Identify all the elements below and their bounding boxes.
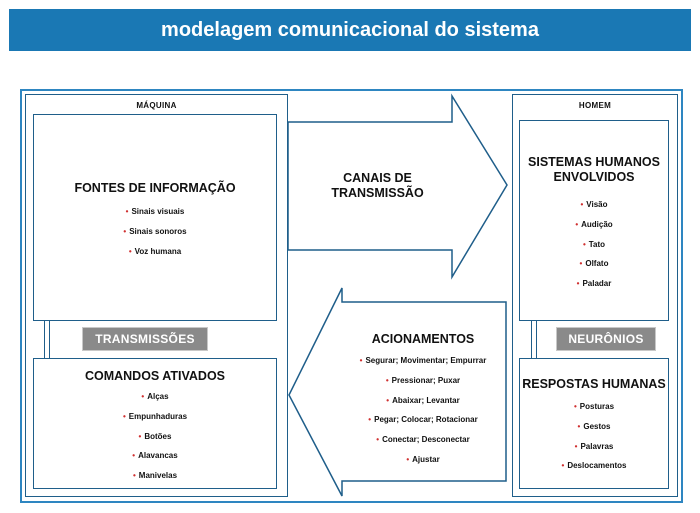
list-item: •Voz humana — [128, 246, 182, 256]
respostas-list: •Posturas •Gestos •Palavras •Deslocament… — [520, 401, 668, 480]
comandos-title: COMANDOS ATIVADOS — [84, 369, 226, 383]
list-item: •Ajustar — [406, 454, 440, 464]
list-item: •Posturas — [573, 402, 615, 411]
fontes-title: FONTES DE INFORMAÇÃO — [74, 181, 236, 195]
list-item: •Alavancas — [132, 451, 178, 461]
homem-label: HOMEM — [578, 101, 612, 110]
right-arrow — [287, 93, 508, 280]
maquina-label: MÁQUINA — [136, 101, 177, 110]
fontes-box: FONTES DE INFORMAÇÃO •Sinais visuais •Si… — [33, 114, 277, 321]
list-item: •Paladar — [576, 279, 612, 289]
list-item: •Palavras — [574, 441, 614, 451]
comandos-box: COMANDOS ATIVADOS •Alças •Empunhaduras •… — [33, 358, 277, 489]
transmissoes-tag: TRANSMISSÕES — [82, 327, 208, 351]
list-item: •Conectar; Desconectar — [376, 435, 470, 445]
canais-label: CANAIS DE TRANSMISSÃO — [331, 171, 424, 200]
sistemas-list: •Visão •Audição •Tato •Olfato •Paladar — [520, 199, 668, 298]
sistemas-box: SISTEMAS HUMANOS ENVOLVIDOS •Visão •Audi… — [519, 120, 669, 321]
list-item: •Abaixar; Levantar — [386, 395, 460, 405]
acionamentos-list: •Segurar; Movimentar; Empurrar •Pression… — [340, 355, 506, 474]
acionamentos-title: ACIONAMENTOS — [371, 332, 475, 346]
comandos-list: •Alças •Empunhaduras •Botões •Alavancas … — [34, 391, 276, 490]
list-item: •Gestos — [577, 421, 611, 431]
fontes-list: •Sinais visuais •Sinais sonoros •Voz hum… — [34, 206, 276, 265]
list-item: •Botões — [138, 431, 172, 441]
list-item: •Pressionar; Puxar — [385, 375, 461, 385]
list-item: •Tato — [582, 239, 606, 249]
list-item: •Pegar; Colocar; Rotacionar — [368, 415, 478, 425]
maquina-connector — [44, 321, 50, 358]
neuronios-tag: NEURÔNIOS — [556, 327, 656, 351]
respostas-title: RESPOSTAS HUMANAS — [522, 377, 666, 391]
list-item: •Empunhaduras — [122, 411, 188, 421]
sistemas-title: SISTEMAS HUMANOS ENVOLVIDOS — [528, 155, 660, 184]
homem-connector — [531, 321, 537, 358]
list-item: •Sinais visuais — [125, 207, 185, 216]
list-item: •Olfato — [579, 259, 609, 269]
list-item: •Manivelas — [132, 471, 178, 481]
list-item: •Deslocamentos — [561, 461, 627, 471]
list-item: •Alças — [141, 392, 169, 401]
list-item: •Sinais sonoros — [123, 226, 187, 236]
homem-column — [512, 94, 678, 497]
list-item: •Visão — [580, 200, 608, 209]
respostas-box: RESPOSTAS HUMANAS •Posturas •Gestos •Pal… — [519, 358, 669, 489]
list-item: •Audição — [575, 219, 613, 229]
diagram-frame — [20, 89, 683, 503]
page-title: modelagem comunicacional do sistema — [9, 9, 691, 51]
left-arrow — [288, 287, 507, 497]
list-item: •Segurar; Movimentar; Empurrar — [359, 356, 487, 365]
maquina-column — [25, 94, 288, 497]
